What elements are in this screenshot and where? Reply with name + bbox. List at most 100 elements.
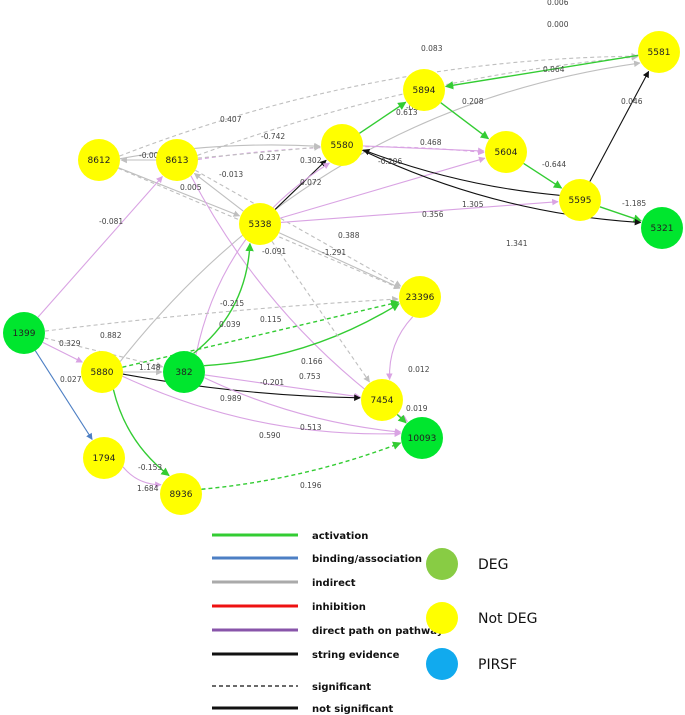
edge-8612-to-5580 xyxy=(119,142,321,160)
edge-label-5580-to-5321: 1.341 xyxy=(506,239,528,248)
edge-label-5338-to-7454: 0.753 xyxy=(299,372,321,381)
edge-5338-to-5604 xyxy=(279,156,486,219)
edge-label-382-to-5580: 0.072 xyxy=(300,178,322,187)
edge-5338-to-8613 xyxy=(193,172,244,212)
edge-label-1399-to-8613: -0.081 xyxy=(99,217,123,226)
edge-label-5880-to-8936: -0.153 xyxy=(138,463,162,472)
edge-5880-to-8936 xyxy=(112,389,170,477)
node-5595[interactable]: 5595 xyxy=(559,179,601,221)
node-382[interactable]: 382 xyxy=(163,351,205,393)
edge-1794-to-8936 xyxy=(122,466,162,489)
node-circle-5581 xyxy=(638,31,680,73)
legend-label-direct-path-on-pathway: direct path on pathway xyxy=(312,626,444,637)
edge-5604-to-5595 xyxy=(523,162,563,189)
node-label-8936: 8936 xyxy=(170,490,193,500)
node-8613[interactable]: 8613 xyxy=(156,139,198,181)
node-circle-382 xyxy=(163,351,205,393)
node-1794[interactable]: 1794 xyxy=(83,437,125,479)
edge-8613-to-23396 xyxy=(195,169,402,287)
edge-label-8612-to-5338: 0.005 xyxy=(180,183,202,192)
edge-23396-to-7454 xyxy=(386,316,414,381)
node-5321[interactable]: 5321 xyxy=(641,207,683,249)
node-5338[interactable]: 5338 xyxy=(239,203,281,245)
node-23396[interactable]: 23396 xyxy=(399,276,441,318)
node-circle-7454 xyxy=(361,379,403,421)
legend-circle-not-deg xyxy=(426,602,458,634)
edge-label-5880-to-5581: 0.000 xyxy=(547,20,569,29)
edge-1399-to-1794 xyxy=(34,350,93,441)
edge-label-5880-to-382: 1.148 xyxy=(139,363,161,372)
legend-label-significant: significant xyxy=(312,682,371,693)
edge-label-5338-to-23396: 0.388 xyxy=(338,231,360,240)
node-circle-5894 xyxy=(403,69,445,111)
edge-label-5604-to-5595: -0.644 xyxy=(542,160,566,169)
node-label-382: 382 xyxy=(175,368,192,378)
edge-1399-to-5880 xyxy=(42,341,83,363)
edge-label-1399-to-1794: 0.027 xyxy=(60,375,82,384)
edge-label-5581-to-5894: 0.064 xyxy=(543,65,565,74)
node-5581[interactable]: 5581 xyxy=(638,31,680,73)
node-label-5321: 5321 xyxy=(651,224,674,234)
node-circle-5595 xyxy=(559,179,601,221)
edge-label-1794-to-8936: 1.684 xyxy=(137,484,159,493)
node-label-10093: 10093 xyxy=(408,434,437,444)
edge-label-382-to-5338: 0.039 xyxy=(219,320,241,329)
edge-label-5880-to-10093: 0.590 xyxy=(259,431,281,440)
edge-5581-to-5894 xyxy=(444,54,639,90)
edge-label-5880-to-7454: 0.989 xyxy=(220,394,242,403)
edge-label-5580-to-5604: 0.468 xyxy=(420,138,442,147)
legend-circle-label-pirsf: PIRSF xyxy=(478,657,517,673)
node-label-8613: 8613 xyxy=(166,156,189,166)
node-label-5595: 5595 xyxy=(569,196,592,206)
edge-label-5338-to-8613: -0.013 xyxy=(219,170,243,179)
edge-label-382-to-10093: 0.513 xyxy=(300,423,322,432)
node-label-5894: 5894 xyxy=(413,86,436,96)
edge-label-7454-to-10093: 0.019 xyxy=(406,404,428,413)
legend: activationbinding/associationindirectinh… xyxy=(212,531,537,715)
node-8612[interactable]: 8612 xyxy=(78,139,120,181)
edge-label-5595-to-5580: 1.305 xyxy=(462,200,484,209)
edge-1399-to-23396 xyxy=(44,296,399,332)
edge-5880-to-5581 xyxy=(119,60,641,362)
node-label-5338: 5338 xyxy=(249,220,272,230)
edge-label-1399-to-23396: -0.215 xyxy=(220,299,244,308)
edge-5595-to-5580 xyxy=(362,148,560,196)
edge-5880-to-23396 xyxy=(122,299,400,368)
node-5894[interactable]: 5894 xyxy=(403,69,445,111)
edge-8612-to-23396 xyxy=(118,167,401,290)
node-circle-8613 xyxy=(156,139,198,181)
legend-label-inhibition: inhibition xyxy=(312,602,366,613)
node-layer: 5581 5894 8612 8613 5580 5604 5595 5321 5338 2339… xyxy=(3,31,683,515)
edge-5338-to-23396 xyxy=(278,232,401,289)
node-1399[interactable]: 1399 xyxy=(3,312,45,354)
node-7454[interactable]: 7454 xyxy=(361,379,403,421)
edge-label-23396-to-7454: 0.012 xyxy=(408,365,430,374)
node-label-5580: 5580 xyxy=(331,141,354,151)
node-5604[interactable]: 5604 xyxy=(485,131,527,173)
node-5580[interactable]: 5580 xyxy=(321,124,363,166)
edge-label-8613-to-8612: -0.001 xyxy=(139,151,163,160)
edge-5580-to-5321 xyxy=(362,149,642,226)
node-circle-8936 xyxy=(160,473,202,515)
edge-5595-to-5581 xyxy=(589,70,650,182)
node-5880[interactable]: 5880 xyxy=(81,351,123,393)
edge-label-5338-to-5595: 0.356 xyxy=(422,210,444,219)
edge-label-382-to-23396: 0.166 xyxy=(301,357,323,366)
node-8936[interactable]: 8936 xyxy=(160,473,202,515)
node-circle-8612 xyxy=(78,139,120,181)
edge-label-layer: 0.0060.0000.0830.0640.046-0.1120.2080.40… xyxy=(59,0,646,493)
node-10093[interactable]: 10093 xyxy=(401,417,443,459)
legend-label-indirect: indirect xyxy=(312,578,356,589)
edge-382-to-7454 xyxy=(204,374,361,400)
edge-382-to-5580 xyxy=(195,162,330,355)
edge-label-8612-to-23396: -0.091 xyxy=(262,247,286,256)
edge-label-382-to-7454: -0.201 xyxy=(260,378,284,387)
edge-label-8613-to-5604: 0.613 xyxy=(396,108,418,117)
node-circle-5880 xyxy=(81,351,123,393)
node-circle-5580 xyxy=(321,124,363,166)
edge-5580-to-5604 xyxy=(362,145,485,155)
edge-5880-to-7454 xyxy=(122,373,361,402)
node-label-23396: 23396 xyxy=(406,293,435,303)
edge-label-5880-to-23396: 0.115 xyxy=(260,315,282,324)
